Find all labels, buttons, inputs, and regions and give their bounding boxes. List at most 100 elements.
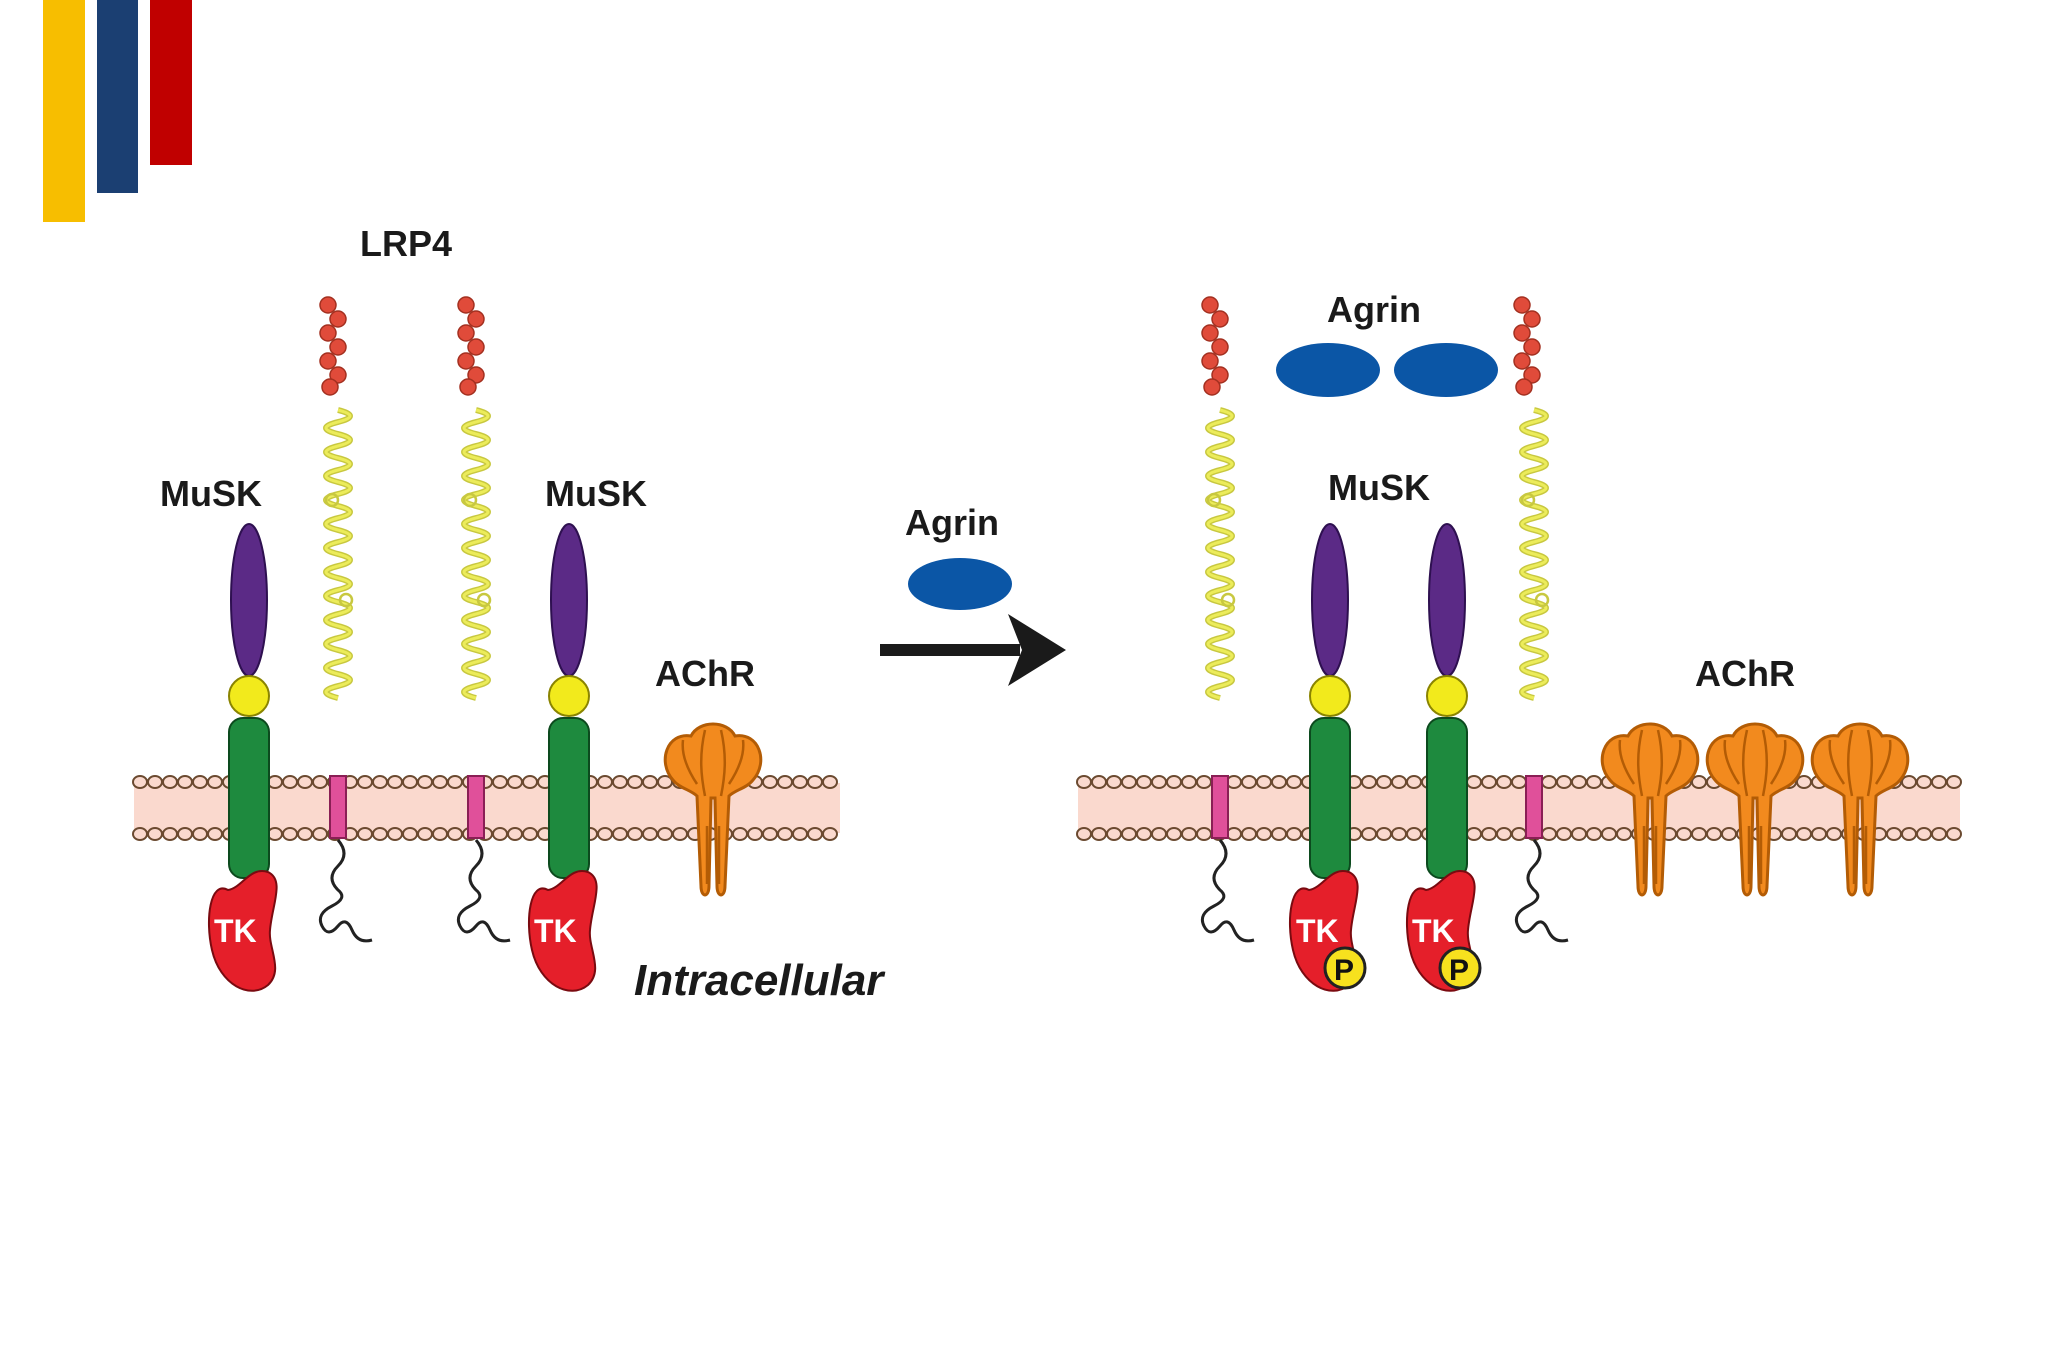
lipid-head [147, 775, 163, 789]
lipid-head [1256, 775, 1272, 789]
agrin-molecule-bound-2 [1394, 343, 1498, 397]
achr-label-left: AChR [655, 653, 755, 694]
lipid-head [1796, 827, 1812, 841]
lipid-head [1691, 775, 1707, 789]
lipid-head [1361, 827, 1377, 841]
lipid-head [1376, 827, 1392, 841]
lipid-head [432, 775, 448, 789]
lipid-head [1241, 827, 1257, 841]
lipid-head [1676, 827, 1692, 841]
lipid-head [447, 827, 463, 841]
phospho-label-2: P [1449, 954, 1469, 987]
lipid-head [777, 775, 793, 789]
phospho-badge-1 [1323, 946, 1367, 990]
agrin-molecule-bound-1 [1276, 343, 1380, 397]
lipid-head [1166, 775, 1182, 789]
accent-bar-blue [97, 0, 138, 193]
lipid-head [777, 827, 793, 841]
lipid-head [402, 827, 418, 841]
musk-receptor-1: TK [207, 523, 278, 992]
lipid-head [1901, 827, 1917, 841]
lipid-head [1151, 775, 1167, 789]
lipid-head [1091, 775, 1107, 789]
lipid-head [267, 827, 283, 841]
lipid-head [1241, 775, 1257, 789]
lipid-head [1691, 827, 1707, 841]
lipid-head [1511, 827, 1527, 841]
lipid-head [1391, 775, 1407, 789]
lipid-head [372, 827, 388, 841]
lipid-head [1076, 775, 1092, 789]
lipid-head [1406, 775, 1422, 789]
agrin-label-middle: Agrin [905, 502, 999, 543]
lipid-head [1226, 827, 1242, 841]
lipid-head [447, 775, 463, 789]
transition: Agrin [880, 502, 1066, 686]
lipid-head [1136, 827, 1152, 841]
lipid-head [312, 827, 328, 841]
lipid-head [147, 827, 163, 841]
lipid-head [792, 827, 808, 841]
lipid-head [627, 827, 643, 841]
lipid-head [1196, 775, 1212, 789]
accent-bar-yellow [43, 0, 85, 222]
lrp4-receptor-2 [456, 296, 512, 943]
lipid-head [432, 827, 448, 841]
lipid-head [192, 827, 208, 841]
lipid-head [267, 775, 283, 789]
lipid-head [282, 775, 298, 789]
achr-label-right: AChR [1695, 653, 1795, 694]
lipid-head [1706, 827, 1722, 841]
lipid-head [1511, 775, 1527, 789]
lipid-head [1076, 827, 1092, 841]
lipid-head [387, 775, 403, 789]
musk-receptor-2: TK [527, 523, 598, 992]
slide-accent-bars [43, 0, 192, 222]
lipid-head [1901, 775, 1917, 789]
lipid-head [762, 827, 778, 841]
lipid-head [1151, 827, 1167, 841]
lipid-head [1556, 775, 1572, 789]
lipid-head [1166, 827, 1182, 841]
lipid-head [642, 775, 658, 789]
lipid-head [1541, 775, 1557, 789]
lipid-head [312, 775, 328, 789]
lipid-head [822, 775, 838, 789]
lrp4-receptor-4 [1513, 296, 1570, 943]
lipid-head [387, 827, 403, 841]
lipid-head [1886, 827, 1902, 841]
lipid-head [1286, 775, 1302, 789]
lipid-head [807, 775, 823, 789]
tk-label-3: TK [1296, 913, 1339, 949]
lipid-head [132, 775, 148, 789]
lipid-head [492, 827, 508, 841]
lipid-head [1616, 827, 1632, 841]
lipid-head [1226, 775, 1242, 789]
phospho-label-1: P [1334, 954, 1354, 987]
lipid-head [1586, 775, 1602, 789]
lipid-head [1811, 827, 1827, 841]
lrp4-receptor-3 [1200, 296, 1256, 943]
lipid-head [1121, 827, 1137, 841]
lipid-head [1286, 827, 1302, 841]
lipid-head [417, 775, 433, 789]
lipid-head [417, 827, 433, 841]
tk-label-2: TK [534, 913, 577, 949]
lipid-head [1481, 775, 1497, 789]
lipid-head [1376, 775, 1392, 789]
lipid-head [1406, 827, 1422, 841]
lipid-head [132, 827, 148, 841]
lipid-head [657, 827, 673, 841]
lipid-head [1181, 827, 1197, 841]
lipid-head [792, 775, 808, 789]
lipid-head [207, 775, 223, 789]
lipid-head [1781, 827, 1797, 841]
lipid-head [1571, 775, 1587, 789]
lipid-head [297, 775, 313, 789]
lipid-head [1571, 827, 1587, 841]
agrin-label-right: Agrin [1327, 289, 1421, 330]
lipid-head [1931, 775, 1947, 789]
lipid-head [612, 775, 628, 789]
lipid-head [1106, 775, 1122, 789]
